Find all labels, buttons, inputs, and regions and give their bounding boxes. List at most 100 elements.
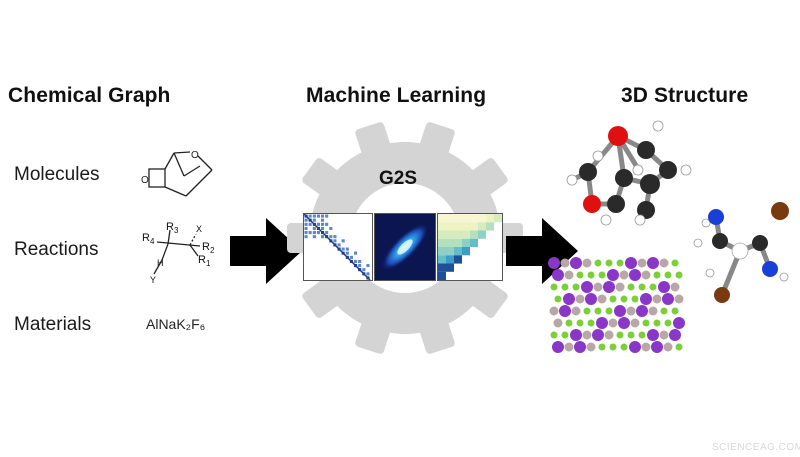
matrix-cell — [304, 235, 308, 239]
matrix-cell — [316, 231, 320, 235]
matrix-cell — [333, 239, 337, 243]
crystal-atom — [637, 258, 647, 268]
crystal-atom — [630, 318, 640, 328]
gear-tooth — [418, 122, 455, 158]
crystal-atom — [563, 293, 575, 305]
triangle-cell — [446, 230, 454, 239]
crystal-atom — [620, 343, 628, 351]
crystal-atom — [604, 330, 614, 340]
crystal-atom — [582, 330, 592, 340]
crystal-atom — [550, 331, 558, 339]
triangle-cell — [462, 230, 470, 239]
crystal-atom — [605, 307, 613, 315]
matrix-cell — [304, 226, 308, 230]
crystal-atom — [572, 283, 580, 291]
crystal-atom — [571, 306, 581, 316]
crystal-atom — [552, 341, 564, 353]
r2-subscript: 2 — [209, 246, 215, 256]
crystal-atom — [592, 329, 604, 341]
crystal-atom — [648, 306, 658, 316]
crystal-atom — [559, 305, 571, 317]
crystal-atom — [583, 307, 591, 315]
matrix-diagonal — [303, 213, 371, 281]
crystal-atom — [627, 331, 635, 339]
crystal-atom — [641, 270, 651, 280]
triangle-cell — [454, 247, 462, 256]
crystal-atom — [587, 271, 595, 279]
crystal-atom — [669, 329, 681, 341]
matrix-cell — [321, 218, 325, 222]
matrix-cell — [358, 259, 362, 263]
3d-crystal-model — [548, 257, 685, 353]
triangle-cell — [438, 271, 446, 281]
chemical-graph-heading: Chemical Graph — [8, 84, 171, 107]
crystal-atom — [574, 341, 586, 353]
crystal-atom — [553, 318, 563, 328]
materials-formula: AlNaK₂F₆ — [146, 316, 206, 332]
triangular-distance-matrix-panel — [437, 213, 503, 281]
matrix-cell — [312, 231, 316, 235]
matrix-cell — [304, 218, 308, 222]
matrix-cell — [308, 231, 312, 235]
matrix-cell — [312, 218, 316, 222]
arrow-right-icon-2 — [506, 218, 578, 284]
triangle-cell — [446, 263, 454, 272]
triangle-cell — [446, 255, 454, 264]
crystal-atom — [659, 258, 669, 268]
crystal-atom — [663, 342, 673, 352]
matrix-cell — [321, 222, 325, 226]
crystal-atom — [641, 342, 651, 352]
triangle-cell — [486, 214, 494, 223]
triangle-cell — [454, 214, 462, 223]
crystal-atom — [647, 329, 659, 341]
crystal-atom — [564, 270, 574, 280]
matrix-cell — [333, 235, 337, 239]
crystal-atom — [660, 307, 668, 315]
gear-tooth — [468, 158, 508, 197]
crystal-atom — [664, 271, 672, 279]
triangle-cell — [438, 238, 446, 248]
triangle-cell — [454, 238, 462, 248]
matrix-cell — [345, 247, 349, 251]
gear-tooth — [355, 318, 392, 354]
crystal-atom — [616, 259, 624, 267]
triangle-cell — [462, 238, 470, 248]
row-label-molecules: Molecules — [14, 164, 100, 185]
r1-label: R — [198, 254, 206, 266]
crystal-atom — [565, 319, 573, 327]
crystal-atom — [560, 258, 570, 268]
gear-tooth — [302, 158, 342, 197]
r3-label: R — [166, 221, 174, 233]
crystal-atom — [636, 305, 648, 317]
crystal-atom — [642, 319, 650, 327]
matrix-cell — [316, 222, 320, 226]
r1-subscript: 1 — [205, 259, 211, 269]
crystal-atom — [581, 281, 593, 293]
crystal-atom — [631, 295, 639, 303]
r4-label: R — [142, 232, 150, 244]
matrix-cell — [304, 231, 308, 235]
crystal-atom — [605, 259, 613, 267]
triangle-cell — [486, 222, 494, 231]
matrix-cell — [358, 264, 362, 268]
crystal-atom — [658, 281, 670, 293]
crystal-atom — [671, 307, 679, 315]
crystal-atom — [647, 257, 659, 269]
crystal-atom — [649, 283, 657, 291]
matrix-cell — [345, 251, 349, 255]
crystal-atom — [659, 330, 669, 340]
r4-subscript: 4 — [149, 237, 155, 247]
matrix-cell — [341, 239, 345, 243]
crystal-atom — [620, 295, 628, 303]
triangle-cell — [470, 214, 478, 223]
matrix-cell — [325, 214, 329, 218]
3d-molecule-model — [566, 120, 692, 226]
crystal-atom — [585, 293, 597, 305]
crystal-atom — [651, 341, 663, 353]
crystal-atom — [629, 269, 641, 281]
crystal-atom — [638, 283, 646, 291]
crystal-atom — [598, 271, 606, 279]
triangle-cell — [446, 214, 454, 223]
crystal-atom — [653, 271, 661, 279]
matrix-cell — [341, 247, 345, 251]
